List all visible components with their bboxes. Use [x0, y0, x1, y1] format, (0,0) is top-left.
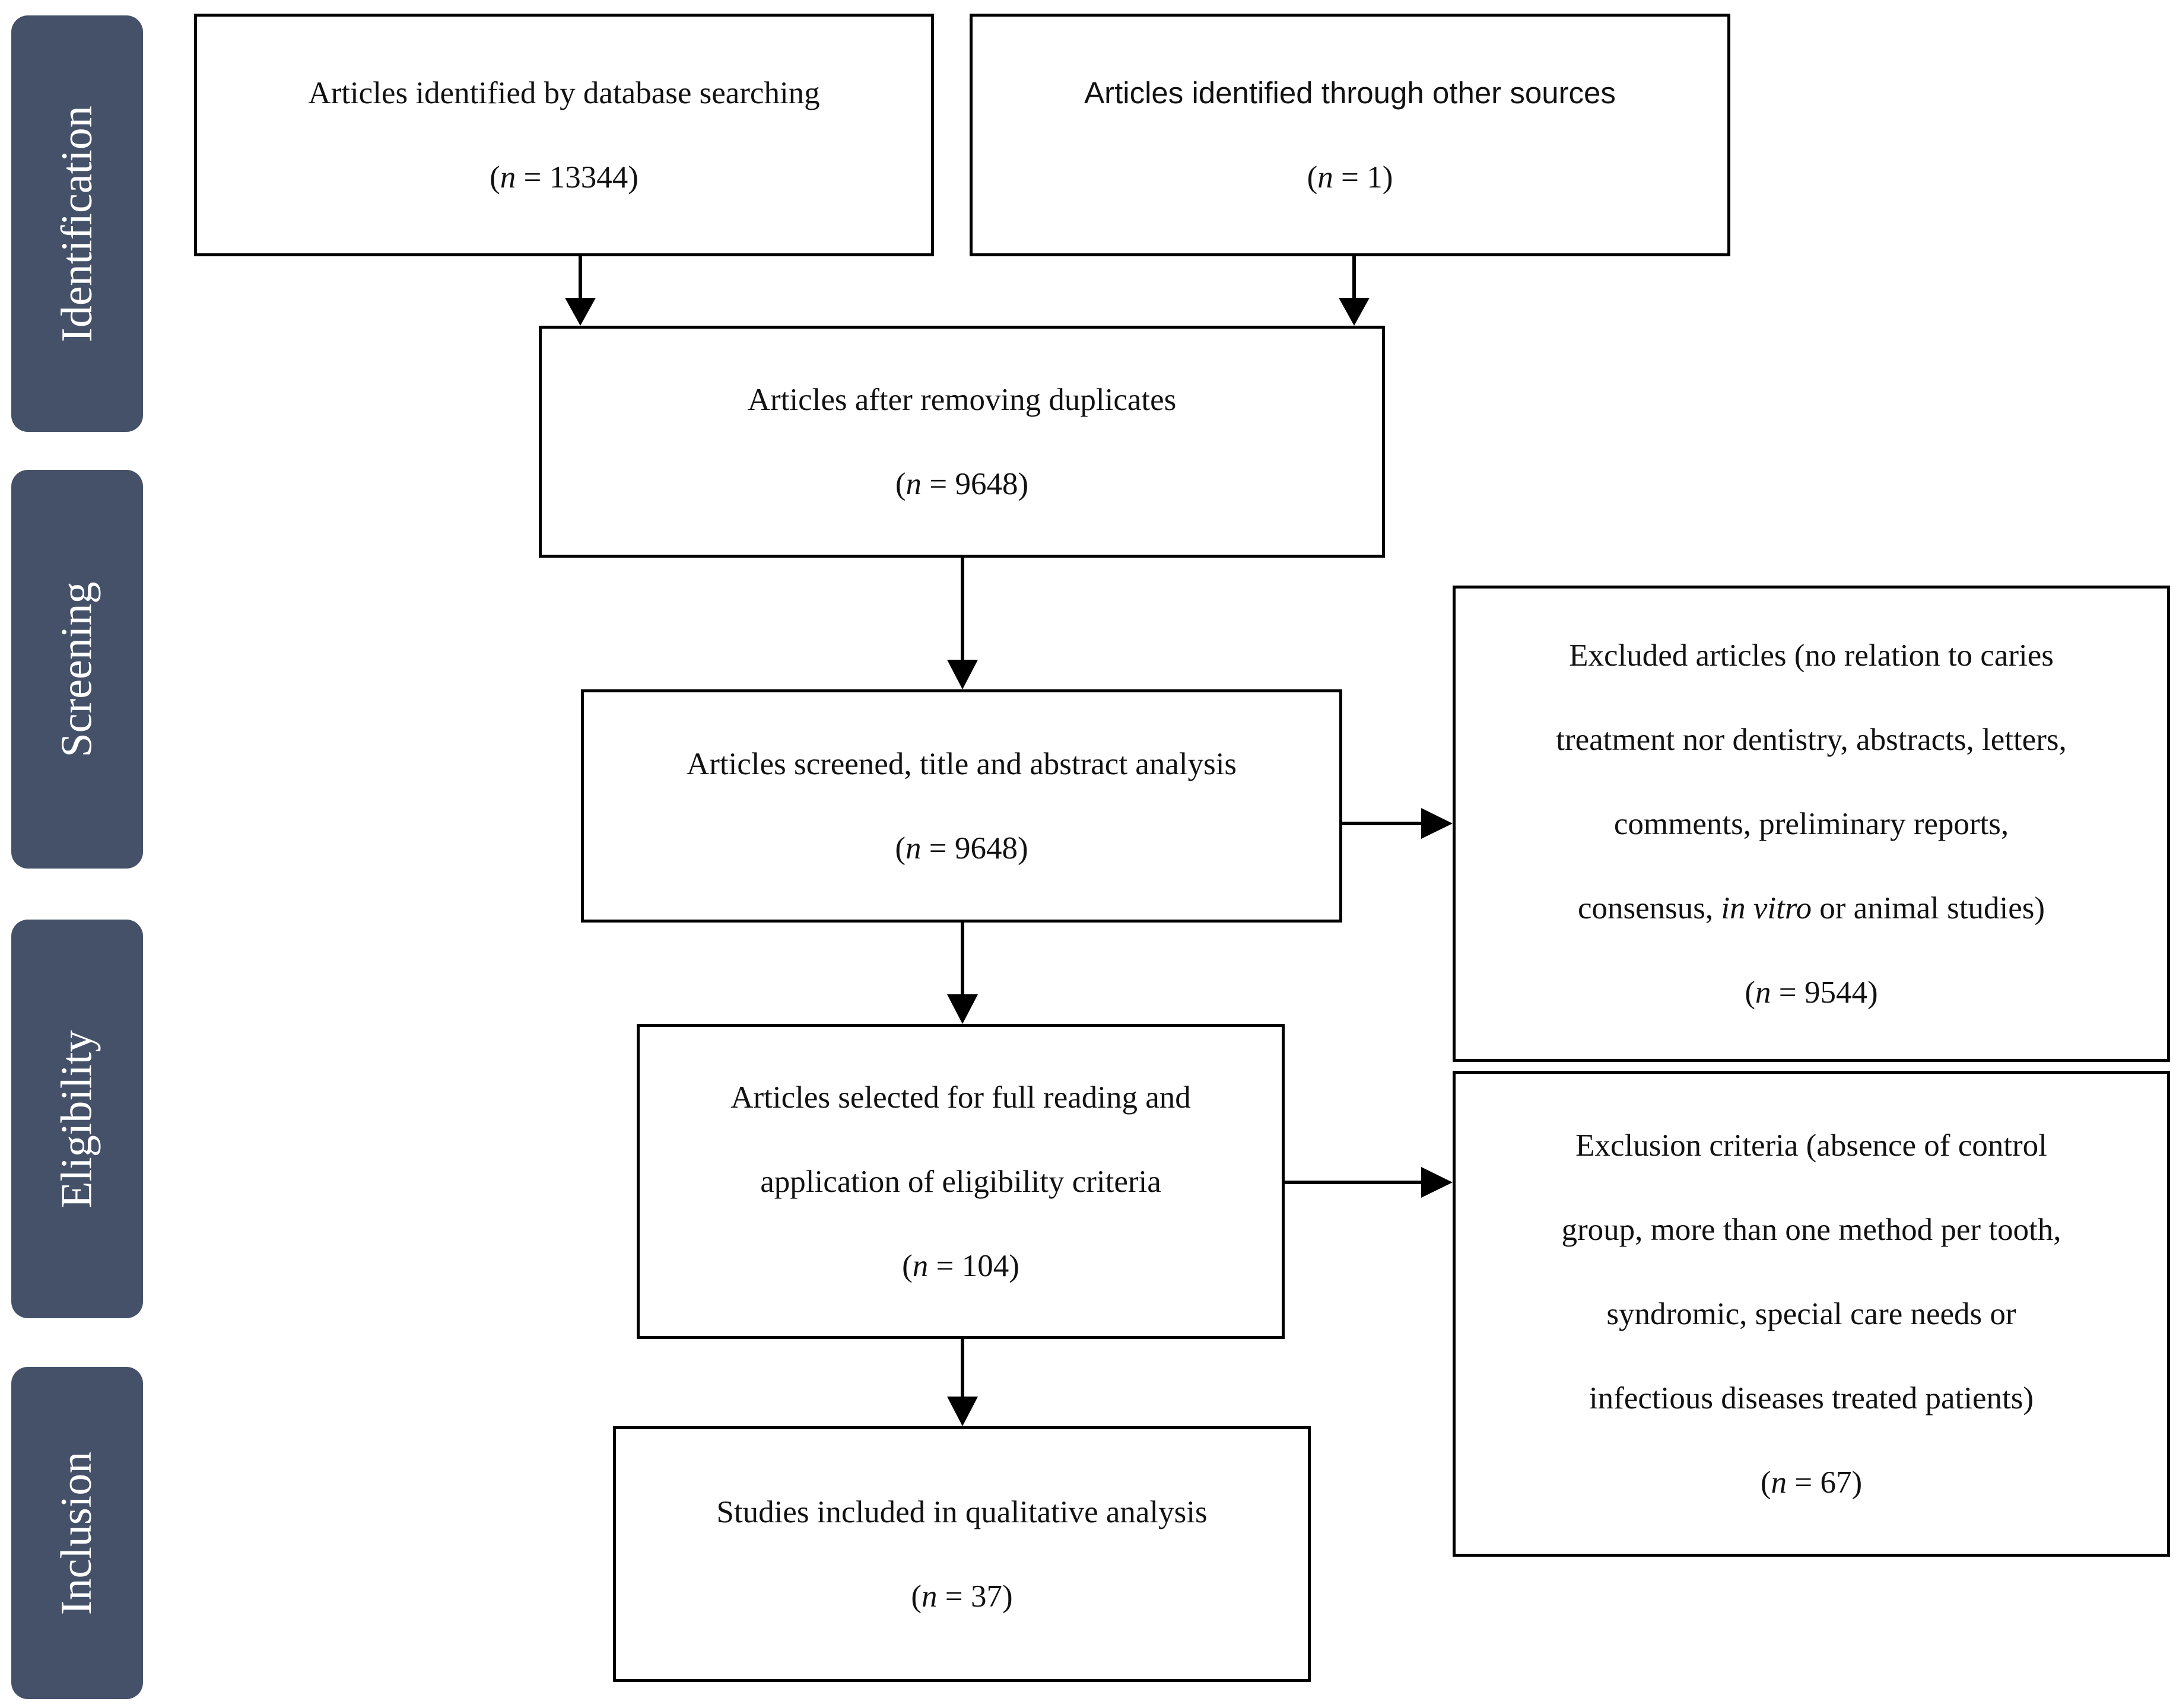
- phase-identification: Identification: [11, 15, 143, 432]
- excluded-screening-count: (n = 9544): [1745, 975, 1878, 1010]
- box-full-reading: Articles selected for full reading and a…: [637, 1024, 1285, 1339]
- box-after-duplicates: Articles after removing duplicates (n = …: [539, 326, 1385, 558]
- arrowhead-included: [947, 1397, 978, 1426]
- excluded-screening-line-3: comments, preliminary reports,: [1613, 806, 2009, 841]
- arrowhead-duplicates: [947, 660, 978, 689]
- phase-inclusion: Inclusion: [11, 1367, 143, 1699]
- arrowhead-other: [1339, 298, 1370, 326]
- excluded-screening-line-4: consensus, in vitro or animal studies): [1577, 890, 2045, 925]
- exclusion-criteria-count: (n = 67): [1760, 1465, 1863, 1500]
- exclusion-criteria-line-4: infectious diseases treated patients): [1589, 1381, 2034, 1416]
- box-included: Studies included in qualitative analysis…: [613, 1426, 1311, 1682]
- arrowhead-database: [565, 298, 596, 326]
- phase-eligibility: Eligibility: [11, 920, 143, 1318]
- box-screened: Articles screened, title and abstract an…: [581, 689, 1342, 923]
- database-search-text: Articles identified by database searchin…: [308, 75, 820, 110]
- other-sources-count: (n = 1): [1307, 160, 1393, 195]
- box-other-sources: Articles identified through other source…: [970, 14, 1730, 256]
- arrowhead-full-reading: [947, 994, 978, 1024]
- arrowhead-exclusion: [1421, 1167, 1453, 1198]
- after-duplicates-text: Articles after removing duplicates: [747, 382, 1177, 417]
- excluded-screening-line-1: Excluded articles (no relation to caries: [1569, 638, 2054, 673]
- other-sources-text: Articles identified through other source…: [1084, 75, 1616, 110]
- excluded-screening-line-2: treatment nor dentistry, abstracts, lett…: [1556, 722, 2067, 757]
- box-excluded-screening: Excluded articles (no relation to caries…: [1453, 586, 2170, 1062]
- full-reading-line-2: application of eligibility criteria: [760, 1164, 1161, 1199]
- included-text: Studies included in qualitative analysis: [716, 1494, 1208, 1529]
- exclusion-criteria-line-2: group, more than one method per tooth,: [1561, 1212, 2061, 1247]
- screened-text: Articles screened, title and abstract an…: [686, 746, 1237, 781]
- after-duplicates-count: (n = 9648): [895, 466, 1029, 501]
- box-exclusion-criteria: Exclusion criteria (absence of control g…: [1453, 1071, 2170, 1557]
- full-reading-count: (n = 104): [902, 1248, 1019, 1283]
- included-count: (n = 37): [911, 1579, 1013, 1614]
- arrowhead-excluded: [1421, 808, 1453, 839]
- box-database-search: Articles identified by database searchin…: [194, 14, 934, 256]
- full-reading-line-1: Articles selected for full reading and: [730, 1080, 1191, 1115]
- phase-screening: Screening: [11, 470, 143, 869]
- screened-count: (n = 9648): [895, 831, 1028, 866]
- exclusion-criteria-line-3: syndromic, special care needs or: [1606, 1296, 2016, 1331]
- exclusion-criteria-line-1: Exclusion criteria (absence of control: [1575, 1128, 2047, 1163]
- database-search-count: (n = 13344): [490, 160, 638, 195]
